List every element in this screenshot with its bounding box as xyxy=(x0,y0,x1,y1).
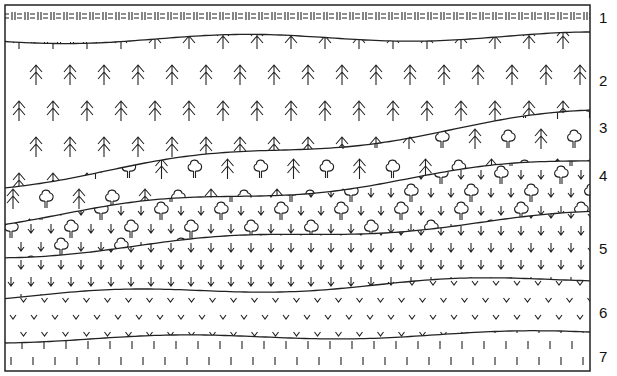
zone-boundary xyxy=(5,278,590,299)
mixed-forest-symbols xyxy=(7,9,598,376)
forest-steppe-symbols xyxy=(5,4,599,376)
callout-number: 2 xyxy=(598,73,608,88)
zone-boundary xyxy=(5,211,590,257)
callout-number: 5 xyxy=(598,241,608,256)
desert-symbols xyxy=(11,5,594,376)
semi-desert-symbols xyxy=(10,9,594,370)
callout-number: 6 xyxy=(598,305,608,320)
steppe-symbols xyxy=(8,5,594,371)
zone-boundary xyxy=(5,161,590,225)
callout-number: 1 xyxy=(598,10,608,25)
frame xyxy=(5,5,590,371)
callout-number: 7 xyxy=(598,349,608,364)
callout-number: 4 xyxy=(598,168,608,183)
tundra-symbols xyxy=(4,12,600,376)
zone-boundary xyxy=(5,32,590,44)
conifer-symbols xyxy=(13,29,603,373)
zone-boundary xyxy=(5,331,590,343)
zone-boundary xyxy=(5,110,590,188)
callout-number: 3 xyxy=(598,120,608,135)
